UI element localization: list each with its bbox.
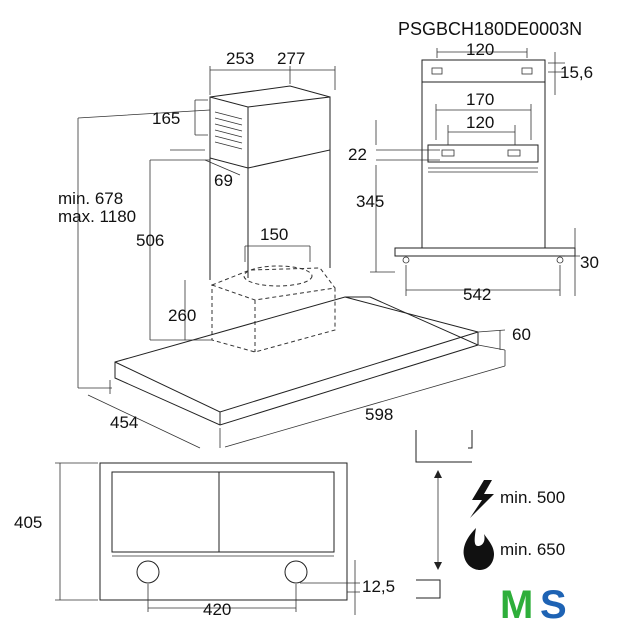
bottom-outer-frame — [99, 462, 348, 601]
canopy-top-edge — [114, 331, 479, 413]
dim-506: 506 — [136, 231, 164, 250]
dim-69: 69 — [214, 171, 233, 190]
dim-150: 150 — [260, 225, 288, 244]
clearance-gas: min. 650 — [500, 540, 565, 559]
dim-454: 454 — [110, 413, 138, 432]
middle-bracket — [427, 144, 539, 163]
model-code: PSGBCH180DE0003N — [398, 19, 582, 39]
duct-opening — [243, 265, 313, 287]
dim-max-height: max. 1180 — [58, 207, 136, 226]
dim-420: 420 — [203, 600, 231, 619]
clearance-electric: min. 500 — [500, 488, 565, 507]
hood-profile — [415, 430, 472, 463]
screw-hole-right — [556, 256, 564, 264]
dim-22: 22 — [348, 145, 367, 164]
dim-405: 405 — [14, 513, 42, 532]
bracket-side-view — [394, 59, 576, 264]
dim-12-5: 12,5 — [362, 577, 395, 596]
main-hood-dimensions — [77, 66, 506, 449]
lamp-left — [136, 560, 160, 584]
flame-icon — [463, 528, 494, 570]
dim-260: 260 — [168, 306, 196, 325]
lamp-right — [284, 560, 308, 584]
bottom-view-dimensions — [55, 462, 360, 615]
chimney-right-face — [247, 96, 331, 169]
lightning-icon — [470, 480, 494, 518]
chimney-body — [421, 82, 546, 248]
dim-170: 170 — [466, 90, 494, 109]
vent-grille — [214, 111, 243, 150]
dim-min-height: min. 678 — [58, 189, 123, 208]
dim-60: 60 — [512, 325, 531, 344]
logo-letter-s: S — [540, 583, 567, 627]
dim-bracket-mid-120: 120 — [466, 113, 494, 132]
dim-bracket-120: 120 — [466, 40, 494, 59]
dim-598: 598 — [365, 405, 393, 424]
upper-bracket — [421, 59, 546, 83]
dim-345: 345 — [356, 192, 384, 211]
filter-area — [111, 471, 335, 553]
ms-logo: M S — [500, 583, 567, 627]
bottom-view — [99, 462, 348, 601]
dim-165: 165 — [152, 109, 180, 128]
clearance-view — [415, 430, 473, 599]
dim-15-6: 15,6 — [560, 63, 593, 82]
logo-letter-m: M — [500, 583, 533, 627]
bracket-dimensions — [370, 48, 580, 296]
dim-30: 30 — [580, 253, 599, 272]
screw-hole-left — [402, 256, 410, 264]
dim-277: 277 — [277, 49, 305, 68]
cooktop-profile — [416, 579, 441, 599]
dim-542: 542 — [463, 285, 491, 304]
dim-253: 253 — [226, 49, 254, 68]
chimney-left-face — [209, 96, 249, 169]
base-plate — [394, 247, 576, 257]
chimney-top — [209, 85, 331, 98]
motor-box — [211, 284, 336, 353]
